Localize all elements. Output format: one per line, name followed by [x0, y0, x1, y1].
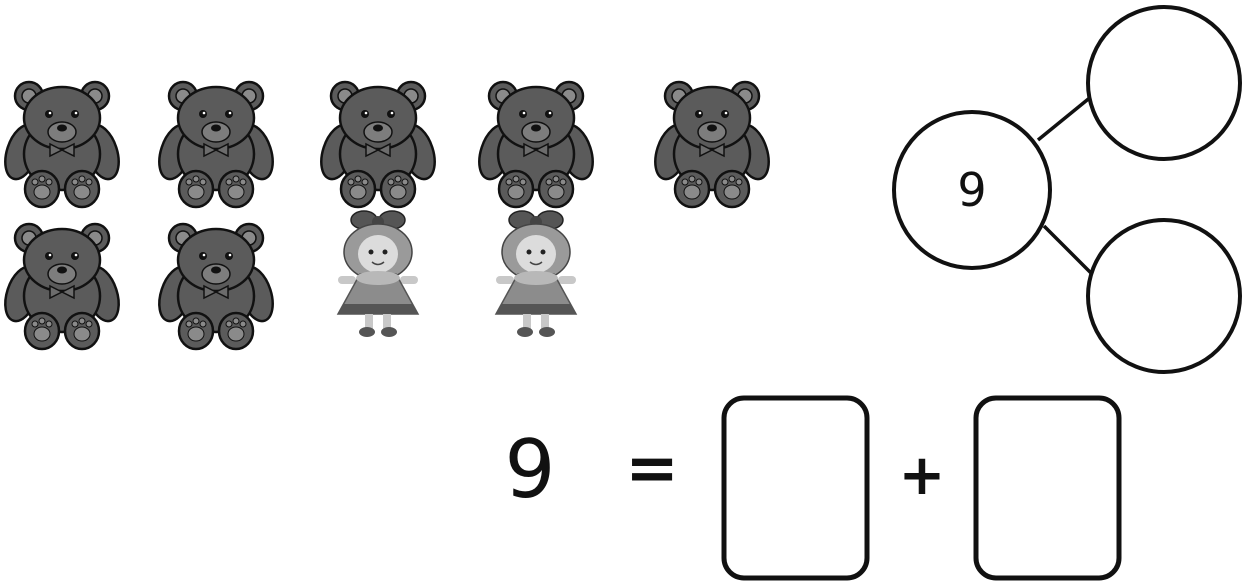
- doll-icon: [338, 211, 418, 337]
- number-bond: 9: [894, 7, 1240, 372]
- teddy-bear-icon: [473, 82, 599, 207]
- teddy-bear-icon: [0, 224, 125, 349]
- equation-total: 9: [505, 423, 556, 516]
- doll-icon: [496, 211, 576, 337]
- teddy-bear-icon: [153, 224, 279, 349]
- bond-part-top-circle[interactable]: [1088, 7, 1240, 159]
- bond-part-bottom-circle[interactable]: [1088, 220, 1240, 372]
- teddy-bear-icon: [153, 82, 279, 207]
- bond-whole-number: 9: [957, 163, 986, 217]
- teddy-bear-icon: [315, 82, 441, 207]
- equals-sign: =: [625, 432, 679, 506]
- answer-box-2[interactable]: [976, 398, 1119, 578]
- counter-pictures: [0, 82, 775, 349]
- teddy-bear-icon: [0, 82, 125, 207]
- teddy-bear-icon: [649, 82, 775, 207]
- plus-sign: +: [899, 443, 946, 508]
- bond-connector-top: [1038, 96, 1092, 140]
- bond-connector-bottom: [1044, 226, 1092, 274]
- equation: 9 = +: [505, 398, 1119, 578]
- answer-box-1[interactable]: [724, 398, 867, 578]
